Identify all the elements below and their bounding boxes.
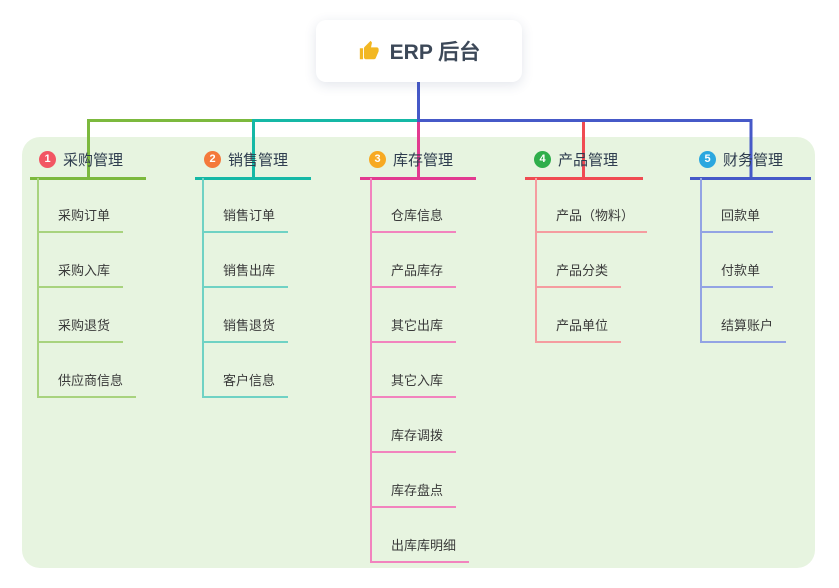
child-node[interactable]: 采购退货 [39,288,136,343]
child-label: 库存调拨 [372,425,457,453]
branch-children-purchase: 采购订单 采购入库 采购退货 供应商信息 [37,178,137,398]
child-label: 库存盘点 [372,480,457,508]
child-node[interactable]: 销售退货 [204,288,289,343]
branch-badge: 3 [369,151,386,168]
branch-node-inventory[interactable]: 3 库存管理 [360,145,476,180]
branch-node-product[interactable]: 4 产品管理 [525,145,643,180]
branch-label: 库存管理 [393,152,454,169]
child-label: 产品单位 [537,315,622,343]
child-node[interactable]: 产品分类 [537,233,647,288]
branch-badge: 4 [534,151,551,168]
child-node[interactable]: 产品库存 [372,233,469,288]
child-label: 其它出库 [372,315,457,343]
child-label: 采购入库 [39,260,124,288]
child-label: 其它入库 [372,370,457,398]
branch-children-finance: 回款单 付款单 结算账户 [700,178,787,343]
child-label: 产品库存 [372,260,457,288]
root-node[interactable]: ERP 后台 [316,20,522,82]
child-node[interactable]: 供应商信息 [39,343,137,398]
child-node[interactable]: 其它入库 [372,343,469,398]
child-label: 产品（物料） [537,205,648,233]
child-node[interactable]: 出库库明细 [372,508,470,563]
child-label: 采购订单 [39,205,124,233]
branch-label: 销售管理 [228,152,289,169]
child-label: 回款单 [702,205,774,233]
branch-badge: 5 [699,151,716,168]
branch-badge: 2 [204,151,221,168]
child-node[interactable]: 销售出库 [204,233,289,288]
child-node[interactable]: 库存盘点 [372,453,469,508]
child-label: 销售退货 [204,315,289,343]
child-label: 采购退货 [39,315,124,343]
child-node[interactable]: 回款单 [702,178,786,233]
child-node[interactable]: 客户信息 [204,343,289,398]
root-node-label: ERP 后台 [389,41,481,64]
child-node[interactable]: 其它出库 [372,288,469,343]
child-node[interactable]: 结算账户 [702,288,787,343]
child-node[interactable]: 仓库信息 [372,178,469,233]
branch-children-sales: 销售订单 销售出库 销售退货 客户信息 [202,178,289,398]
child-label: 仓库信息 [372,205,457,233]
child-label: 供应商信息 [39,370,137,398]
child-node[interactable]: 产品单位 [537,288,647,343]
branch-node-purchase[interactable]: 1 采购管理 [30,145,146,180]
branch-children-inventory: 仓库信息 产品库存 其它出库 其它入库 库存调拨 库存盘点 出库库明细 [370,178,470,563]
child-label: 结算账户 [702,315,787,343]
branch-node-finance[interactable]: 5 财务管理 [690,145,811,180]
branch-label: 产品管理 [558,152,619,169]
child-label: 客户信息 [204,370,289,398]
child-label: 付款单 [702,260,774,288]
child-node[interactable]: 库存调拨 [372,398,469,453]
child-label: 销售订单 [204,205,289,233]
child-node[interactable]: 付款单 [702,233,786,288]
branch-label: 财务管理 [723,152,784,169]
thumbs-up-icon [358,40,380,62]
child-node[interactable]: 产品（物料） [537,178,648,233]
child-node[interactable]: 采购订单 [39,178,136,233]
branch-node-sales[interactable]: 2 销售管理 [195,145,311,180]
child-node[interactable]: 销售订单 [204,178,289,233]
child-node[interactable]: 采购入库 [39,233,136,288]
branch-badge: 1 [39,151,56,168]
child-label: 销售出库 [204,260,289,288]
branch-children-product: 产品（物料） 产品分类 产品单位 [535,178,648,343]
child-label: 出库库明细 [372,535,470,563]
mindmap-board-background [22,137,815,568]
branch-label: 采购管理 [63,152,124,169]
child-label: 产品分类 [537,260,622,288]
